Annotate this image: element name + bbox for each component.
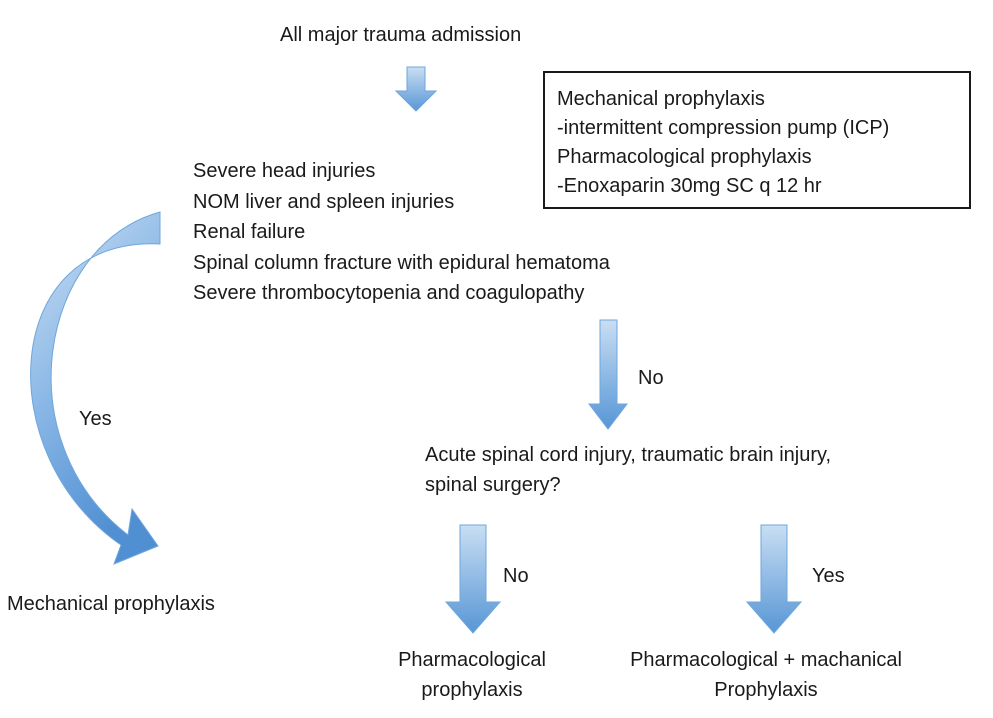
legend-line-enoxaparin: -Enoxaparin 30mg SC q 12 hr xyxy=(557,175,822,197)
list-item: Spinal column fracture with epidural hem… xyxy=(193,251,610,274)
arrow-no-to-pharmacological xyxy=(444,524,502,634)
arrow-no-to-question xyxy=(587,319,629,430)
edge-label-no-1: No xyxy=(638,367,664,389)
edge-label-yes-2: Yes xyxy=(812,565,845,587)
edge-label-no-2: No xyxy=(503,565,529,587)
contraindications-list: Severe head injuries NOM liver and splee… xyxy=(193,156,610,309)
list-item: Severe thrombocytopenia and coagulopathy xyxy=(193,282,585,304)
start-node: All major trauma admission xyxy=(280,24,522,46)
outcome-pharm-line-2: prophylaxis xyxy=(421,679,523,701)
arrow-start-down xyxy=(394,66,438,112)
arrow-yes-curved xyxy=(30,211,161,565)
question-line-1: Acute spinal cord injury, traumatic brai… xyxy=(425,444,832,466)
outcome-pharmacological-mechanical-prophylaxis: Pharmacological + machanical Prophylaxis xyxy=(598,645,934,705)
edge-label-yes-1: Yes xyxy=(79,408,112,430)
question-node: Acute spinal cord injury, traumatic brai… xyxy=(425,440,831,500)
outcome-combo-line-1: Pharmacological + machanical xyxy=(630,649,902,671)
question-line-2: spinal surgery? xyxy=(425,474,561,496)
list-item: Renal failure xyxy=(193,221,306,243)
legend-line-mechanical: Mechanical prophylaxis xyxy=(557,88,765,110)
prophylaxis-legend-box: Mechanical prophylaxis -intermittent com… xyxy=(543,71,971,209)
outcome-pharmacological-prophylaxis: Pharmacological prophylaxis xyxy=(372,645,572,705)
legend-line-icp: -intermittent compression pump (ICP) xyxy=(557,117,890,139)
list-item: NOM liver and spleen injuries xyxy=(193,190,455,213)
arrow-yes-to-combination xyxy=(745,524,803,634)
outcome-mechanical-prophylaxis: Mechanical prophylaxis xyxy=(7,593,215,615)
list-item: Severe head injuries xyxy=(193,160,376,182)
outcome-combo-line-2: Prophylaxis xyxy=(714,679,818,701)
legend-line-pharmacological: Pharmacological prophylaxis xyxy=(557,146,812,168)
outcome-pharm-line-1: Pharmacological xyxy=(398,649,546,671)
